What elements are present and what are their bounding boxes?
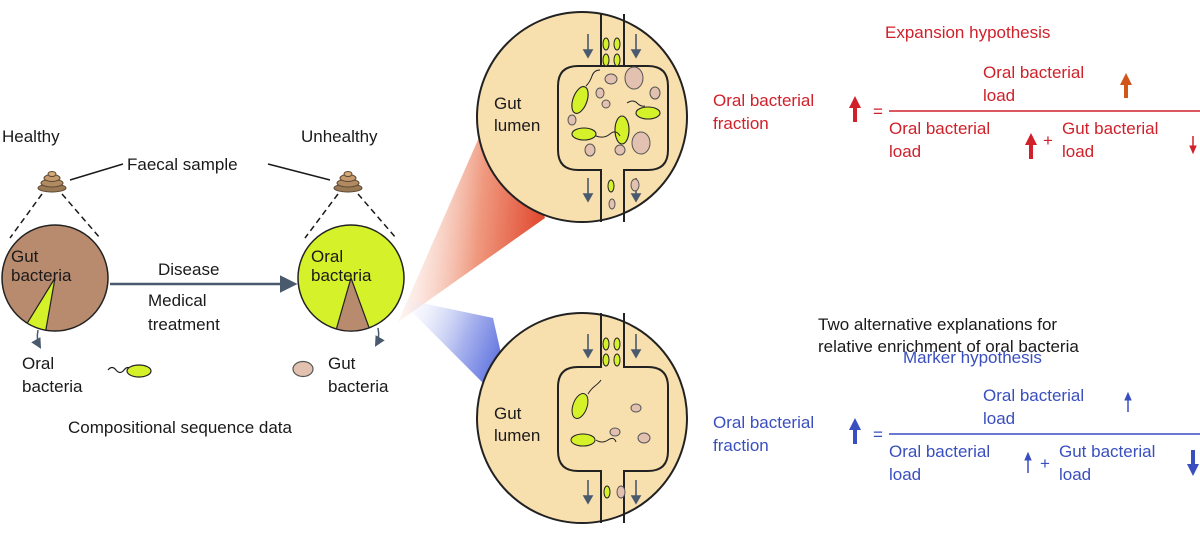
marker-numerator-up-arrow — [1124, 391, 1132, 412]
healthy-pie-chart — [1, 224, 109, 332]
expansion-fraction-label-line2: fraction — [713, 114, 769, 133]
zoom-dash-unhealthy-left — [304, 193, 339, 239]
expansion-fraction-up-arrow — [849, 96, 861, 122]
expansion-denom-right-line2: load — [1062, 142, 1094, 161]
expansion-denom-right-down-arrow — [1189, 136, 1197, 155]
faecal-sample-icon-unhealthy — [333, 171, 363, 193]
treatment-label-line2: treatment — [148, 315, 220, 334]
oral-bacterium-icon — [107, 364, 152, 378]
marker-denom-right-line1: Gut bacterial — [1059, 442, 1155, 461]
marker-title: Marker hypothesis — [903, 348, 1042, 367]
faecal-sample-pointer-right — [267, 163, 331, 181]
expansion-plus: + — [1043, 131, 1053, 150]
faecal-sample-label: Faecal sample — [127, 155, 238, 174]
expansion-numerator-line2: load — [983, 86, 1015, 105]
lumen-bottom-circle — [476, 312, 688, 524]
marker-denom-left-up-arrow — [1024, 451, 1032, 473]
unhealthy-pie-label-line2: bacteria — [311, 266, 372, 285]
unhealthy-pie-out-arrow — [374, 327, 385, 347]
healthy-label: Healthy — [2, 127, 60, 146]
marker-numerator-line2: load — [983, 409, 1015, 428]
explanations-text-line2: relative enrichment of oral bacteria — [818, 337, 1079, 356]
gut-bacteria-legend-line2: bacteria — [328, 377, 389, 396]
unhealthy-pie-chart — [297, 224, 405, 332]
explanations-text-line1: Two alternative explanations for — [818, 315, 1057, 334]
lumen-top-label-line2: lumen — [494, 116, 540, 135]
expansion-title: Expansion hypothesis — [885, 23, 1050, 42]
expansion-denom-left-line2: load — [889, 142, 921, 161]
marker-plus: + — [1040, 454, 1050, 473]
marker-fraction-up-arrow — [849, 418, 861, 444]
lumen-bottom-label-line1: Gut — [494, 404, 522, 423]
expansion-numerator-up-arrow — [1120, 73, 1132, 98]
compositional-caption: Compositional sequence data — [68, 418, 293, 437]
oral-bacteria-legend-line1: Oral — [22, 354, 54, 373]
unhealthy-pie-label-line1: Oral — [311, 247, 343, 266]
marker-numerator-line1: Oral bacterial — [983, 386, 1084, 405]
lumen-top-label-line1: Gut — [494, 94, 522, 113]
expansion-equals: = — [873, 102, 883, 121]
oral-bacteria-legend-line2: bacteria — [22, 377, 83, 396]
faecal-sample-pointer-left — [69, 163, 124, 181]
expansion-denom-left-line1: Oral bacterial — [889, 119, 990, 138]
gut-bacteria-legend-line1: Gut — [328, 354, 356, 373]
faecal-sample-icon-healthy — [37, 171, 67, 193]
marker-fraction-label-line2: fraction — [713, 436, 769, 455]
disease-label: Disease — [158, 260, 219, 279]
marker-denom-left-line1: Oral bacterial — [889, 442, 990, 461]
lumen-top-circle — [476, 11, 688, 223]
healthy-pie-out-arrow — [31, 329, 42, 349]
expansion-numerator-line1: Oral bacterial — [983, 63, 1084, 82]
lumen-bottom-label-line2: lumen — [494, 426, 540, 445]
expansion-fraction-label-line1: Oral bacterial — [713, 91, 814, 110]
marker-denom-right-down-arrow — [1187, 450, 1199, 476]
treatment-label-line1: Medical — [148, 291, 207, 310]
marker-denom-right-line2: load — [1059, 465, 1091, 484]
healthy-pie-label-line1: Gut — [11, 247, 39, 266]
marker-denom-left-line2: load — [889, 465, 921, 484]
expansion-denom-left-up-arrow — [1025, 133, 1037, 159]
unhealthy-pie-gut-share — [335, 276, 370, 332]
expansion-denom-right-line1: Gut bacterial — [1062, 119, 1158, 138]
marker-equals: = — [873, 425, 883, 444]
gut-bacterium-icon — [292, 360, 314, 378]
unhealthy-label: Unhealthy — [301, 127, 378, 146]
healthy-pie-label-line2: bacteria — [11, 266, 72, 285]
marker-fraction-label-line1: Oral bacterial — [713, 413, 814, 432]
healthy-pie-oral-share — [26, 277, 56, 331]
zoom-dash-healthy-left — [9, 193, 43, 239]
